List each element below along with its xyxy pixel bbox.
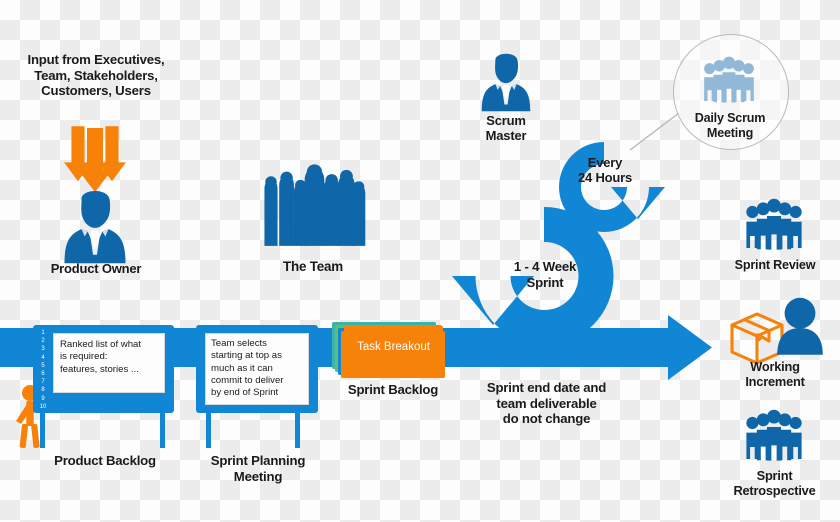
sprint-cycle-label: 1 - 4 Week Sprint xyxy=(513,259,577,290)
sprint-planning-label: Sprint Planning Meeting xyxy=(210,453,306,484)
product-owner-icon xyxy=(64,190,126,264)
sprint-review-people-icon xyxy=(746,198,802,250)
sprint-retrospective-label: Sprint Retrospective xyxy=(733,468,816,499)
planning-line-5: by end of Sprint xyxy=(211,387,279,399)
rank-6: 6 xyxy=(41,371,45,378)
working-increment-person-icon xyxy=(777,297,823,355)
inputs-heading: Input from Executives, Team, Stakeholder… xyxy=(27,52,165,99)
daily-scrum-magnifier-circle xyxy=(673,34,789,150)
the-team-label: The Team xyxy=(283,259,343,274)
product-backlog-leg-left xyxy=(40,412,45,448)
sprint-planning-text-panel: Team selects starting at top as much as … xyxy=(205,333,309,405)
planning-line-3: much as it can xyxy=(211,362,273,374)
sprint-backlog-label: Sprint Backlog xyxy=(347,382,439,397)
backlog-line-2: is required: xyxy=(60,351,108,363)
backlog-line-3: features, stories ... xyxy=(60,363,139,375)
working-increment-label: Working Increment xyxy=(745,359,805,390)
timeline-note-label: Sprint end date and team deliverable do … xyxy=(486,380,607,427)
task-breakout-card[interactable]: Task Breakout xyxy=(344,325,443,368)
product-owner-label: Product Owner xyxy=(50,261,142,276)
backlog-line-1: Ranked list of what xyxy=(60,339,142,350)
scrum-master-icon xyxy=(481,53,531,112)
working-increment-box-icon xyxy=(730,312,784,365)
rank-3: 3 xyxy=(41,346,45,353)
product-backlog-board[interactable]: 1 2 3 4 5 6 7 8 9 10 Ranked list of what… xyxy=(33,325,174,413)
daily-cycle-label: Every 24 Hours xyxy=(577,155,633,186)
rank-5: 5 xyxy=(41,362,45,369)
task-breakout-label: Task Breakout xyxy=(357,340,430,353)
rank-9: 9 xyxy=(41,395,45,402)
sprint-planning-leg-left xyxy=(206,412,211,448)
rank-4: 4 xyxy=(41,354,45,361)
rank-7: 7 xyxy=(41,379,45,386)
product-backlog-rank-numbers: 1 2 3 4 5 6 7 8 9 10 xyxy=(37,329,49,411)
planning-line-4: commit to deliver xyxy=(211,374,284,386)
sprint-retrospective-people-icon xyxy=(746,409,802,461)
rank-10: 10 xyxy=(39,403,47,410)
magnifier-connector-line xyxy=(629,112,680,151)
product-backlog-text-panel: Ranked list of what is required: feature… xyxy=(53,333,165,393)
rank-8: 8 xyxy=(41,387,45,394)
input-arrows-icon xyxy=(64,126,126,192)
rank-1: 1 xyxy=(41,330,45,336)
scrum-master-label: Scrum Master xyxy=(485,113,527,144)
product-backlog-leg-right xyxy=(160,412,165,448)
daily-scrum-label: Daily Scrum Meeting xyxy=(694,111,766,140)
rank-2: 2 xyxy=(41,338,45,345)
the-team-icon xyxy=(264,164,366,246)
sprint-planning-board[interactable]: Team selects starting at top as much as … xyxy=(196,325,318,413)
planning-line-2: starting at top as xyxy=(211,350,282,362)
sprint-planning-leg-right xyxy=(295,412,300,448)
product-backlog-label: Product Backlog xyxy=(54,453,156,468)
sprint-review-label: Sprint Review xyxy=(734,258,816,272)
planning-line-1: Team selects xyxy=(211,338,267,349)
